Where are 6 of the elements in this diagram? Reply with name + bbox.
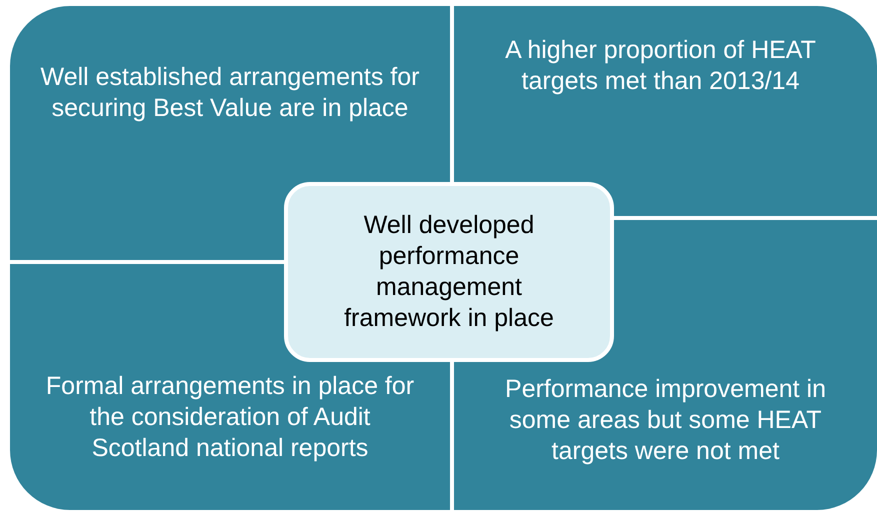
panel-text: Formal arrangements in place for the consideration of Audit Scotland national reports: [44, 370, 416, 464]
panel-text: Well developed performance management framework in place: [343, 210, 555, 334]
panel-text: Performance improvement in some areas but some HEAT targets were not met: [504, 374, 827, 466]
panel-text: Well established arrangements for securing Best Value are in place: [40, 62, 420, 124]
panel-text: A higher proportion of HEAT targets met than 2013/14: [504, 35, 817, 97]
center-box: [284, 182, 614, 362]
